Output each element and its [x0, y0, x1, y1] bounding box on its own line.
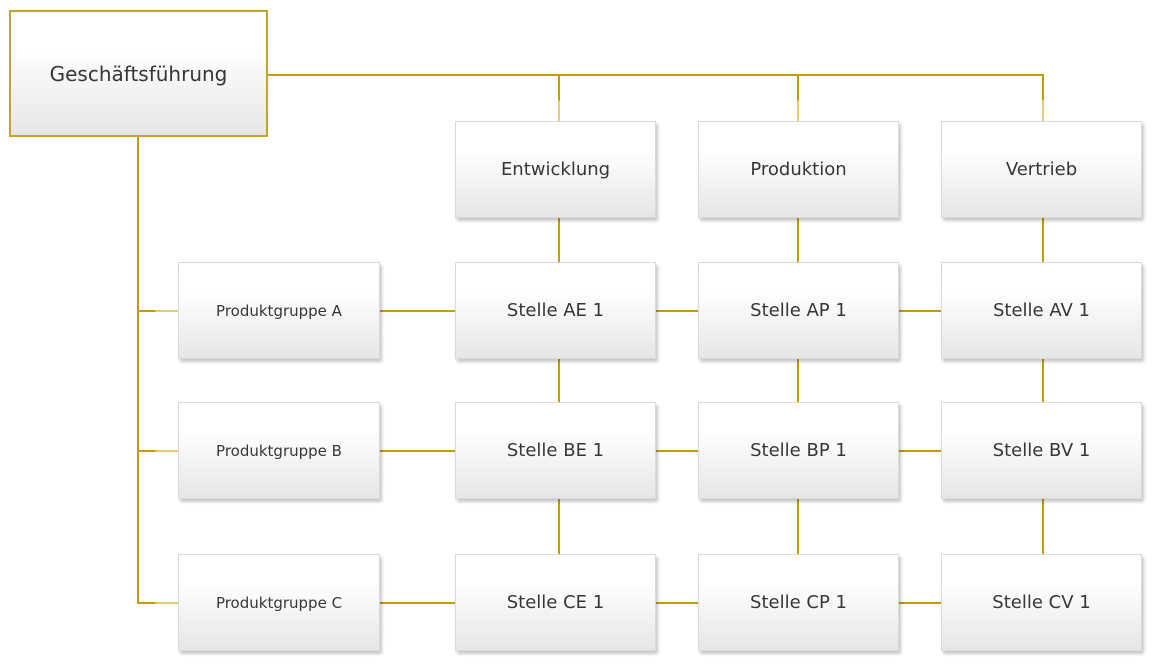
connector-stub-produktgruppe-b: [137, 450, 178, 452]
box-produktion: Produktion: [698, 121, 899, 218]
connector-row-b-1: [380, 450, 455, 452]
box-geschaeftsfuehrung: Geschäftsführung: [9, 10, 268, 137]
connector-col-p-1: [797, 218, 799, 262]
box-stelle-ae-1-label: Stelle AE 1: [506, 300, 605, 321]
connector-stub-produktgruppe-a: [137, 310, 178, 312]
box-stelle-av-1-label: Stelle AV 1: [992, 300, 1090, 321]
connector-row-c-2: [656, 602, 698, 604]
connector-row-b-2: [656, 450, 698, 452]
box-stelle-bp-1-label: Stelle BP 1: [750, 440, 847, 461]
box-produktgruppe-b: Produktgruppe B: [178, 402, 380, 499]
box-stelle-av-1: Stelle AV 1: [941, 262, 1142, 359]
box-stelle-ce-1: Stelle CE 1: [455, 554, 656, 651]
connector-top-trunk: [268, 74, 1044, 76]
box-produktgruppe-a: Produktgruppe A: [178, 262, 380, 359]
connector-row-a-3: [899, 310, 941, 312]
box-stelle-cv-1-label: Stelle CV 1: [992, 592, 1091, 613]
box-stelle-ce-1-label: Stelle CE 1: [506, 592, 605, 613]
box-stelle-cp-1-label: Stelle CP 1: [750, 592, 847, 613]
box-produktgruppe-a-label: Produktgruppe A: [216, 301, 342, 320]
box-produktgruppe-c-label: Produktgruppe C: [215, 593, 343, 612]
connector-stub-entwicklung: [558, 76, 560, 121]
connector-left-trunk: [137, 137, 139, 604]
box-produktion-label: Produktion: [750, 159, 847, 180]
box-stelle-be-1-label: Stelle BE 1: [506, 440, 605, 461]
box-stelle-cv-1: Stelle CV 1: [941, 554, 1142, 651]
connector-col-v-3: [1042, 499, 1044, 554]
connector-stub-produktgruppe-c: [137, 602, 178, 604]
box-vertrieb: Vertrieb: [941, 121, 1142, 218]
box-stelle-ae-1: Stelle AE 1: [455, 262, 656, 359]
box-stelle-cp-1: Stelle CP 1: [698, 554, 899, 651]
connector-col-e-3: [558, 499, 560, 554]
connector-row-a-2: [656, 310, 698, 312]
box-stelle-be-1: Stelle BE 1: [455, 402, 656, 499]
box-entwicklung-label: Entwicklung: [500, 159, 611, 180]
box-stelle-ap-1: Stelle AP 1: [698, 262, 899, 359]
box-produktgruppe-b-label: Produktgruppe B: [216, 441, 342, 460]
connector-stub-vertrieb: [1042, 74, 1044, 121]
connector-col-p-3: [797, 499, 799, 554]
connector-row-b-3: [899, 450, 941, 452]
connector-col-p-2: [797, 359, 799, 402]
connector-stub-produktion: [797, 76, 799, 121]
connector-col-v-2: [1042, 359, 1044, 402]
box-geschaeftsfuehrung-label: Geschäftsführung: [49, 61, 228, 86]
box-produktgruppe-c: Produktgruppe C: [178, 554, 380, 651]
box-vertrieb-label: Vertrieb: [1005, 159, 1078, 180]
box-stelle-bv-1-label: Stelle BV 1: [992, 440, 1091, 461]
box-entwicklung: Entwicklung: [455, 121, 656, 218]
connector-row-c-1: [380, 602, 455, 604]
box-stelle-ap-1-label: Stelle AP 1: [750, 300, 847, 321]
connector-col-e-1: [558, 218, 560, 262]
box-stelle-bp-1: Stelle BP 1: [698, 402, 899, 499]
connector-row-c-3: [899, 602, 941, 604]
connector-row-a-1: [380, 310, 455, 312]
connector-col-v-1: [1042, 218, 1044, 262]
box-stelle-bv-1: Stelle BV 1: [941, 402, 1142, 499]
connector-col-e-2: [558, 359, 560, 402]
